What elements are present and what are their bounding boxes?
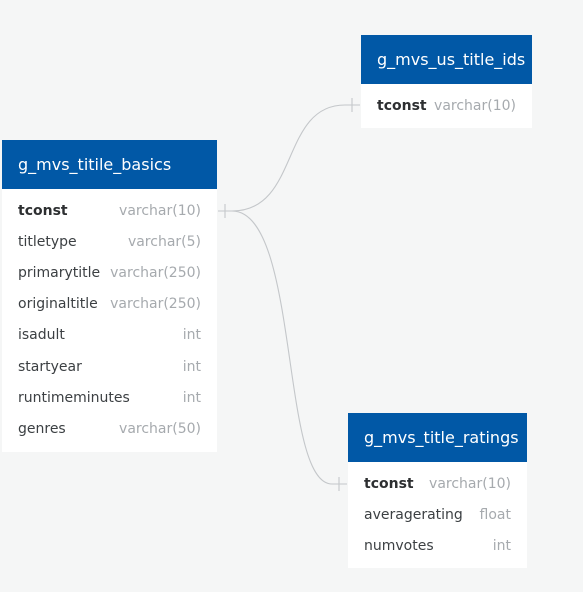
table-g-mvs-titile-basics[interactable]: g_mvs_titile_basics tconst varchar(10) t… [2, 140, 217, 452]
table-name: g_mvs_title_ratings [364, 428, 519, 447]
column-name: tconst [377, 97, 427, 114]
column-type: varchar(10) [119, 202, 201, 219]
column-name: startyear [18, 358, 82, 375]
column-type: varchar(10) [434, 97, 516, 114]
column-type: int [492, 537, 511, 554]
column-type: int [182, 327, 201, 344]
column-row-genres[interactable]: genres varchar(50) [2, 413, 217, 444]
column-type: int [182, 389, 201, 406]
table-g-mvs-us-title-ids[interactable]: g_mvs_us_title_ids tconst varchar(10) [361, 35, 532, 128]
column-row-tconst[interactable]: tconst varchar(10) [2, 195, 217, 226]
column-row-titletype[interactable]: titletype varchar(5) [2, 226, 217, 257]
column-row-startyear[interactable]: startyear int [2, 351, 217, 382]
column-type: varchar(50) [119, 420, 201, 437]
column-row-tconst[interactable]: tconst varchar(10) [348, 468, 527, 499]
column-name: runtimeminutes [18, 389, 130, 406]
table-name: g_mvs_us_title_ids [377, 50, 526, 69]
column-type: varchar(10) [429, 475, 511, 492]
table-name: g_mvs_titile_basics [18, 155, 172, 174]
column-name: isadult [18, 327, 65, 344]
column-type: varchar(5) [127, 233, 201, 250]
column-name: numvotes [364, 537, 434, 554]
table-header[interactable]: g_mvs_us_title_ids [361, 35, 532, 84]
column-name: genres [18, 420, 66, 437]
column-name: titletype [18, 233, 77, 250]
table-header[interactable]: g_mvs_title_ratings [348, 413, 527, 462]
column-name: averagerating [364, 506, 463, 523]
column-row-isadult[interactable]: isadult int [2, 320, 217, 351]
table-header[interactable]: g_mvs_titile_basics [2, 140, 217, 189]
table-columns: tconst varchar(10) [361, 84, 532, 124]
column-name: originaltitle [18, 296, 98, 313]
column-name: tconst [364, 475, 414, 492]
relation-basics-to-ratings[interactable] [231, 210, 347, 485]
column-type: varchar(250) [110, 296, 201, 313]
column-row-primarytitle[interactable]: primarytitle varchar(250) [2, 257, 217, 288]
column-name: tconst [18, 202, 68, 219]
relation-basics-to-us-title-ids[interactable] [218, 104, 360, 212]
column-type: int [182, 358, 201, 375]
column-row-originaltitle[interactable]: originaltitle varchar(250) [2, 289, 217, 320]
column-name: primarytitle [18, 264, 101, 281]
column-row-runtimeminutes[interactable]: runtimeminutes int [2, 382, 217, 413]
table-columns: tconst varchar(10) averagerating float n… [348, 462, 527, 565]
table-g-mvs-title-ratings[interactable]: g_mvs_title_ratings tconst varchar(10) a… [348, 413, 527, 568]
column-row-tconst[interactable]: tconst varchar(10) [361, 90, 532, 121]
table-columns: tconst varchar(10) titletype varchar(5) … [2, 189, 217, 448]
column-row-averagerating[interactable]: averagerating float [348, 499, 527, 530]
column-type: varchar(250) [110, 264, 201, 281]
column-row-numvotes[interactable]: numvotes int [348, 530, 527, 561]
column-type: float [479, 506, 511, 523]
